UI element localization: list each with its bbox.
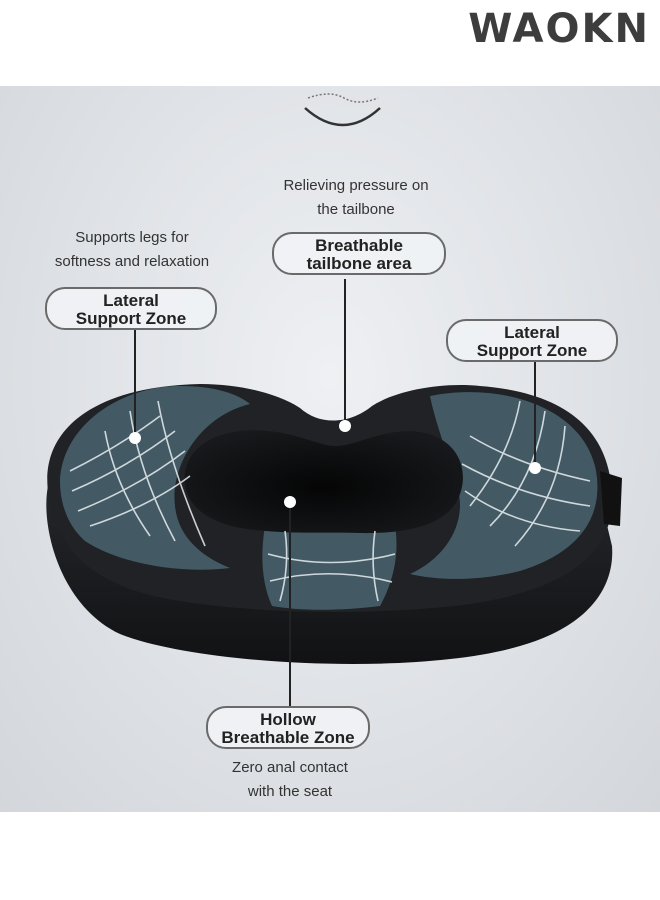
- tailbone-note: Relieving pressure on the tailbone: [256, 174, 456, 222]
- hollow-note-line1: Zero anal contact: [232, 759, 348, 776]
- tailbone-note-line2: the tailbone: [317, 201, 395, 218]
- hollow-label: Hollow Breathable Zone: [206, 706, 370, 749]
- leader-lines: [134, 279, 536, 708]
- wave-curve-icon: [304, 93, 381, 127]
- hollow-note-line2: with the seat: [247, 783, 333, 800]
- left-lateral-label-line1: Lateral: [103, 291, 159, 310]
- tailbone-note-line1: Relieving pressure on: [283, 177, 429, 194]
- left-lateral-note-line1: Supports legs for: [75, 229, 189, 246]
- right-lateral-label-line2: Support Zone: [476, 341, 588, 360]
- hollow-note: Zero anal contact with the seat: [190, 756, 390, 804]
- hollow-label-line1: Hollow: [260, 710, 316, 729]
- product-panel: Relieving pressure on the tailbone Breat…: [0, 86, 660, 812]
- tailbone-label-line1: Breathable: [315, 236, 403, 255]
- cushion-illustration: [46, 93, 622, 708]
- cushion-body: [46, 384, 622, 664]
- tailbone-label: Breathable tailbone area: [272, 232, 446, 275]
- left-lateral-note: Supports legs for softness and relaxatio…: [32, 226, 232, 274]
- left-lateral-label: Lateral Support Zone: [45, 287, 217, 330]
- right-lateral-label-line1: Lateral: [504, 323, 560, 342]
- strap-tab: [600, 471, 622, 526]
- front-support-zone: [262, 519, 397, 610]
- brand-logo: WAOKN: [468, 6, 650, 52]
- hollow-label-line2: Breathable Zone: [221, 728, 355, 747]
- left-support-zone: [60, 386, 250, 570]
- tailbone-label-line2: tailbone area: [306, 254, 412, 273]
- pressure-lines: [69, 400, 591, 602]
- right-lateral-label: Lateral Support Zone: [446, 319, 618, 362]
- right-support-zone: [410, 392, 598, 579]
- cushion-hole: [184, 430, 463, 534]
- left-lateral-note-line2: softness and relaxation: [54, 253, 210, 270]
- anchor-dots: [129, 420, 541, 508]
- left-lateral-label-line2: Support Zone: [75, 309, 187, 328]
